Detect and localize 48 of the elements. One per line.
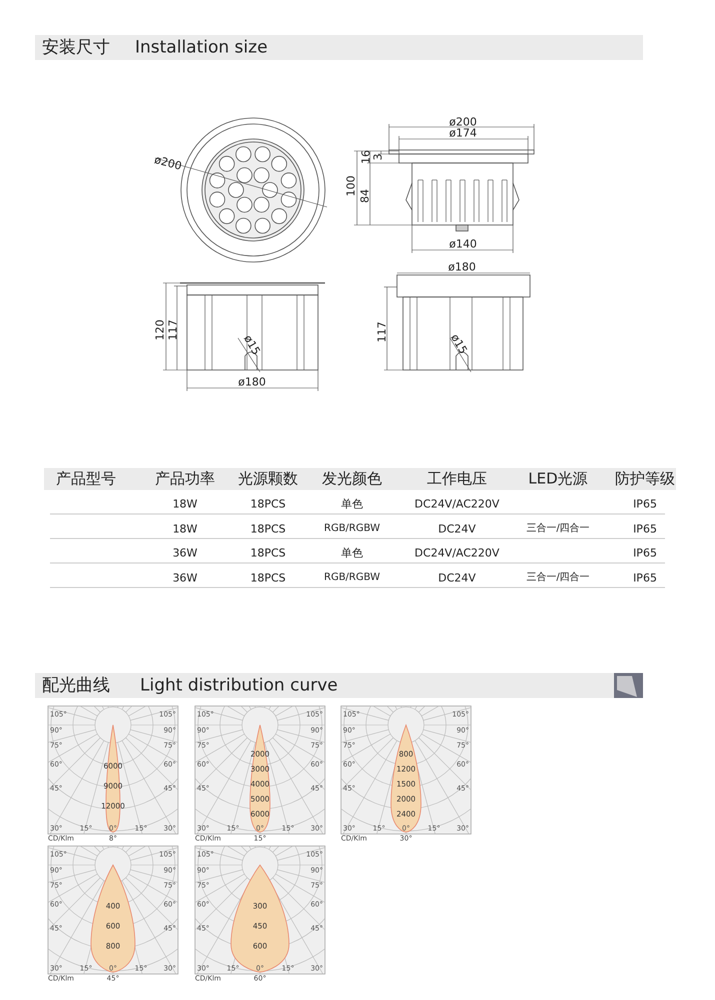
table-cell: 三合一/四合一 xyxy=(526,572,590,582)
table-header-cell: 产品型号 xyxy=(56,472,116,486)
dimension-label: ø200 xyxy=(153,154,183,172)
table-header-cell: 工作电压 xyxy=(427,472,487,486)
dimension-label: ø200 xyxy=(449,116,477,128)
dimension-label: ø140 xyxy=(449,238,477,250)
table-cell: IP65 xyxy=(633,572,657,583)
table-cell: 36W xyxy=(172,548,198,558)
table-cell: 18W xyxy=(172,523,198,534)
dimension-label: ø15 xyxy=(449,332,469,356)
dimension-label: 117 xyxy=(168,320,178,340)
table-cell: 36W xyxy=(172,572,198,583)
section-title: 安装尺寸 xyxy=(42,40,110,56)
table-cell: IP65 xyxy=(633,548,657,558)
dimension-label: 3 xyxy=(372,154,384,160)
table-cell: 18PCS xyxy=(250,498,286,510)
section-title: Installation size xyxy=(135,40,268,56)
table-cell: 三合一/四合一 xyxy=(526,524,590,534)
table-cell: IP65 xyxy=(633,498,657,510)
dimension-label: 117 xyxy=(376,322,388,342)
dimension-label: 100 xyxy=(346,176,356,196)
table-header-cell: 发光颜色 xyxy=(322,472,382,486)
table-cell: DC24V xyxy=(438,523,476,534)
table-cell: DC24V xyxy=(438,572,476,583)
section-title: 配光曲线 xyxy=(42,678,110,694)
table-cell: 18PCS xyxy=(250,548,286,558)
table-cell: DC24V/AC220V xyxy=(414,548,500,558)
dimension-label: ø180 xyxy=(448,262,476,272)
table-cell: RGB/RGBW xyxy=(324,572,380,582)
table-cell: 18PCS xyxy=(250,572,286,583)
table-cell: RGB/RGBW xyxy=(324,524,380,534)
table-cell: DC24V/AC220V xyxy=(414,498,500,510)
dimension-label: ø174 xyxy=(449,128,477,138)
table-header-cell: 光源颗数 xyxy=(238,472,298,486)
table-header-cell: LED光源 xyxy=(528,472,588,486)
table-cell: 18W xyxy=(172,498,198,510)
table-header-cell: 防护等级 xyxy=(615,472,675,486)
dimension-label: ø180 xyxy=(238,376,266,388)
dimension-label: ø15 xyxy=(242,333,262,357)
table-header-cell: 产品功率 xyxy=(155,472,215,486)
dimension-label: 16 xyxy=(360,150,372,164)
section-title: Light distribution curve xyxy=(140,678,338,694)
table-cell: 单色 xyxy=(341,498,363,510)
table-cell: 单色 xyxy=(341,548,363,558)
table-cell: 18PCS xyxy=(250,523,286,534)
dimension-label: 84 xyxy=(360,189,370,203)
dimension-label: 120 xyxy=(154,320,166,340)
table-cell: IP65 xyxy=(633,523,657,534)
